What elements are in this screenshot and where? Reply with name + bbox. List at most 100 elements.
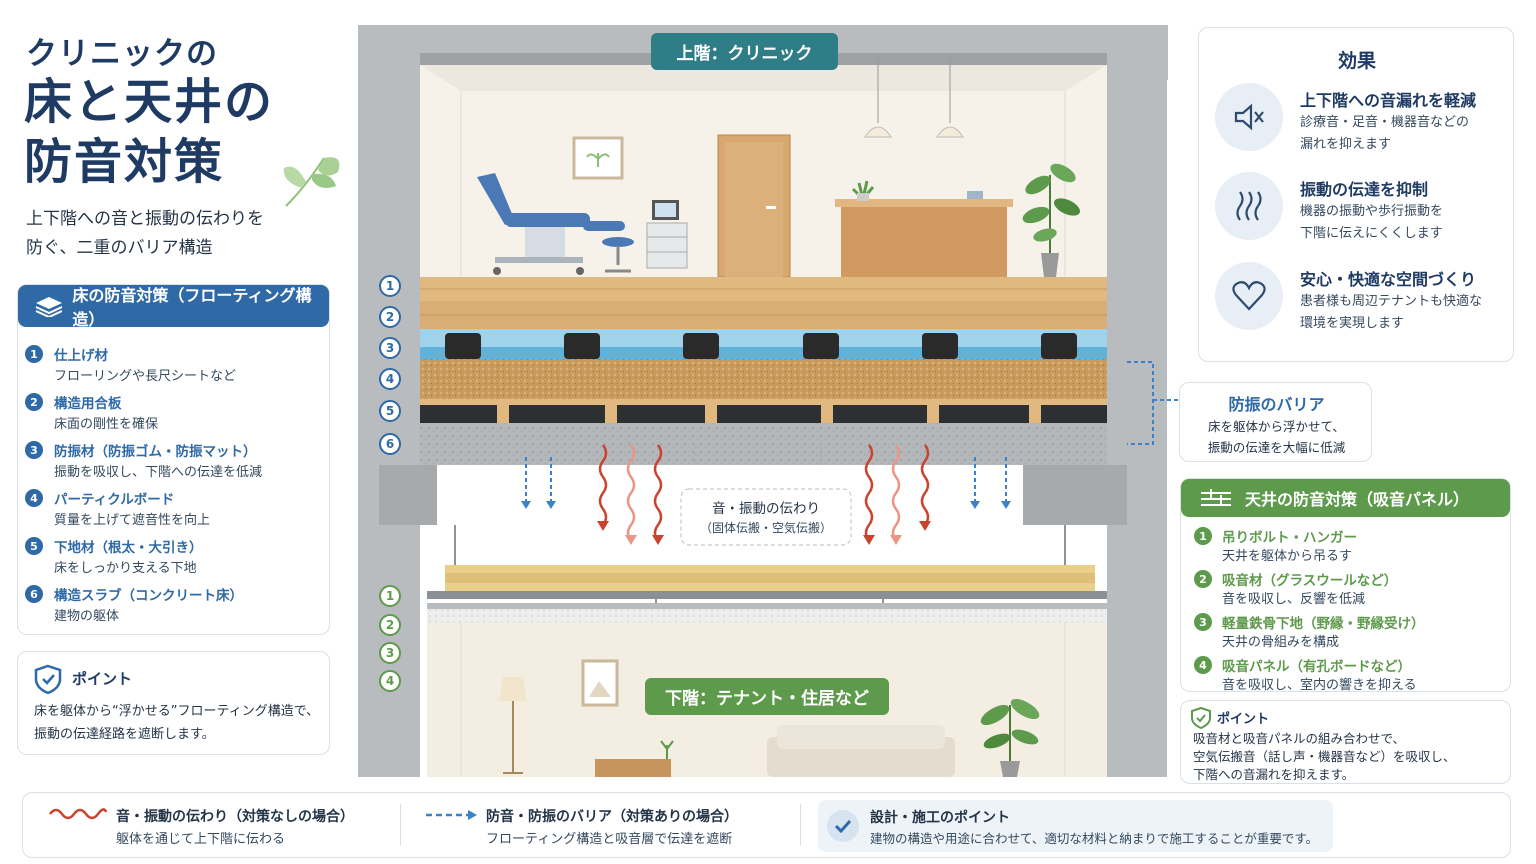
heart-icon xyxy=(1215,262,1283,330)
legend-red-title: 音・振動の伝わり（対策なしの場合） xyxy=(116,809,354,825)
ceiling-item-desc: 音を吸収し、反響を低減 xyxy=(1222,592,1366,607)
ceiling-layer-callout: 4 xyxy=(379,670,401,692)
ceiling-item-desc: 天井を躯体から吊るす xyxy=(1222,549,1353,564)
floor-layer-callout: 2 xyxy=(379,306,401,328)
upper-floor-label: 上階：クリニック xyxy=(651,33,838,70)
effect-title: 上下階への音漏れを軽減 xyxy=(1300,91,1477,110)
barrier-line1: 床を躯体から浮かせて、 xyxy=(1208,419,1345,434)
ceiling-point-line2: 空気伝搬音（話し声・機器音など）を吸収し、 xyxy=(1193,749,1456,764)
ceiling-point-card: ポイント 吸音材と吸音パネルの組み合わせで、 空気伝搬音（話し声・機器音など）を… xyxy=(1180,700,1511,784)
effect-desc-line2: 下階に伝えにくくします xyxy=(1300,226,1443,241)
floor-point-card: ポイント 床を躯体から“浮かせる”フローティング構造で、 振動の伝達経路を遮断し… xyxy=(17,651,330,755)
ceiling-point-line3: 下階への音漏れを抑えます。 xyxy=(1193,767,1355,782)
barrier-line2: 振動の伝達を大幅に低減 xyxy=(1207,440,1346,455)
floor-item-title: 仕上げ材 xyxy=(54,348,108,364)
blue-dashed-arrow-icon xyxy=(426,810,477,820)
title-line3: 防音対策 xyxy=(24,134,225,190)
isolation-rubber-pads xyxy=(445,333,1077,359)
floor-item-number: 1 xyxy=(25,345,43,363)
vibration-icon xyxy=(1215,172,1283,240)
ceiling-point-label: ポイント xyxy=(1217,712,1270,727)
floor-item-number: 5 xyxy=(25,537,43,555)
check-icon xyxy=(827,810,859,842)
ceiling-item-title: 吸音材（グラスウールなど） xyxy=(1222,573,1398,589)
exam-chair xyxy=(477,173,625,275)
ceiling-point-line1: 吸音材と吸音パネルの組み合わせで、 xyxy=(1193,731,1406,746)
floor-item-number: 6 xyxy=(25,585,43,603)
layers-icon xyxy=(35,297,63,317)
floor-item-desc: 床をしっかり支える下地 xyxy=(54,561,197,576)
subtitle-line1: 上下階への音と振動の伝わりを xyxy=(26,209,264,229)
effect-desc-line1: 診療音・足音・機器音などの xyxy=(1300,115,1470,130)
floor-point-line1: 床を躯体から“浮かせる”フローティング構造で、 xyxy=(34,704,320,719)
effect-title: 振動の伝達を抑制 xyxy=(1300,180,1429,199)
shield-icon xyxy=(1191,707,1211,729)
floor-item-number: 4 xyxy=(25,489,43,507)
steel-furring-layer xyxy=(427,591,1107,599)
speaker-muted-icon xyxy=(1215,83,1283,151)
ceiling-section-title: 天井の防音対策（吸音パネル） xyxy=(1245,490,1470,509)
particle-board-layer xyxy=(420,359,1107,399)
floor-item-desc: 床面の剛性を確保 xyxy=(54,417,159,432)
potted-plant-lower xyxy=(980,698,1040,777)
floor-item-title: 下地材（根太・大引き） xyxy=(54,540,203,556)
pendant-lamp xyxy=(936,126,964,138)
stool xyxy=(602,237,634,273)
floor-layer-callout: 5 xyxy=(379,400,401,422)
floor-layer-callout: 4 xyxy=(379,368,401,390)
floor-item-desc: フローリングや長尺シートなど xyxy=(54,369,237,384)
red-wave-icon xyxy=(49,808,108,820)
title-line2: 床と天井の xyxy=(24,74,275,130)
floor-point-label: ポイント xyxy=(72,670,133,688)
floor-section-title: 床の防音対策（フローティング構造） xyxy=(72,286,312,329)
floor-layer-callout: 3 xyxy=(379,337,401,359)
reception-desk xyxy=(835,199,1013,207)
floor-layer-callout: 1 xyxy=(379,275,401,297)
ceiling-item-number: 2 xyxy=(1194,570,1212,588)
ceiling-item-title: 吸音パネル（有孔ボードなど） xyxy=(1222,659,1411,675)
potted-plant xyxy=(1022,163,1081,277)
transmission-label-box xyxy=(680,488,852,546)
barrier-arrows xyxy=(525,457,1007,503)
floor-item-title: パーティクルボード xyxy=(54,492,175,508)
picture-frame xyxy=(581,659,619,707)
floor-item-number: 2 xyxy=(25,393,43,411)
floor-item-desc: 質量を上げて遮音性を向上 xyxy=(54,513,211,528)
design-point-box xyxy=(818,800,1333,852)
ceiling-section-card: 天井の防音対策（吸音パネル） xyxy=(1180,478,1511,692)
floor-item-title: 防振材（防振ゴム・防振マット） xyxy=(54,444,257,460)
floor-item-number: 3 xyxy=(25,441,43,459)
floor-point-line2: 振動の伝達経路を遮断します。 xyxy=(34,727,215,742)
ceiling-item-desc: 音を吸収し、室内の響きを抑える xyxy=(1222,678,1417,693)
effect-desc-line1: 機器の振動や歩行振動を xyxy=(1300,204,1444,219)
effect-desc-line2: 環境を実現します xyxy=(1300,316,1405,331)
sound-transmission-arrows xyxy=(598,444,930,542)
pendant-lamp xyxy=(864,126,892,138)
ceiling-section-header: 天井の防音対策（吸音パネル） xyxy=(1181,479,1510,517)
ceiling-layer-callout: 3 xyxy=(379,642,401,664)
floor-layer-callout: 6 xyxy=(379,433,401,455)
transmission-sublabel: （固体伝搬・空気伝搬） xyxy=(699,521,832,535)
ceiling-item-title: 軽量鉄骨下地（野縁・野縁受け） xyxy=(1222,616,1425,632)
leaf-icon xyxy=(283,157,340,207)
concrete-slab xyxy=(420,423,1107,465)
floor-section-header: 床の防音対策（フローティング構造） xyxy=(18,285,329,329)
ceiling-item-number: 1 xyxy=(1194,527,1212,545)
medical-cart xyxy=(646,200,688,269)
legend-check-title: 設計・施工のポイント xyxy=(870,810,1010,826)
lower-floor-label: 下階：テナント・住居など xyxy=(645,678,889,715)
barrier-card: 防振のバリア 床を躯体から浮かせて、 振動の伝達を大幅に低減 xyxy=(1179,382,1372,462)
ceiling-layer-callout: 2 xyxy=(379,614,401,636)
sofa xyxy=(767,725,955,777)
title-line1: クリニックの xyxy=(26,36,218,72)
ceiling-item-number: 3 xyxy=(1194,613,1212,631)
ceiling-item-desc: 天井の骨組みを構成 xyxy=(1222,635,1340,650)
side-table xyxy=(595,740,674,777)
ceiling-panel-icon xyxy=(1201,489,1231,506)
ceiling-item-number: 4 xyxy=(1194,656,1212,674)
ceiling-layer-callout: 1 xyxy=(379,585,401,607)
legend-blue-title: 防音・防振のバリア（対策ありの場合） xyxy=(486,809,738,825)
barrier-title: 防振のバリア xyxy=(1228,395,1325,414)
shield-icon xyxy=(34,664,62,694)
barrier-bracket xyxy=(1127,361,1181,445)
